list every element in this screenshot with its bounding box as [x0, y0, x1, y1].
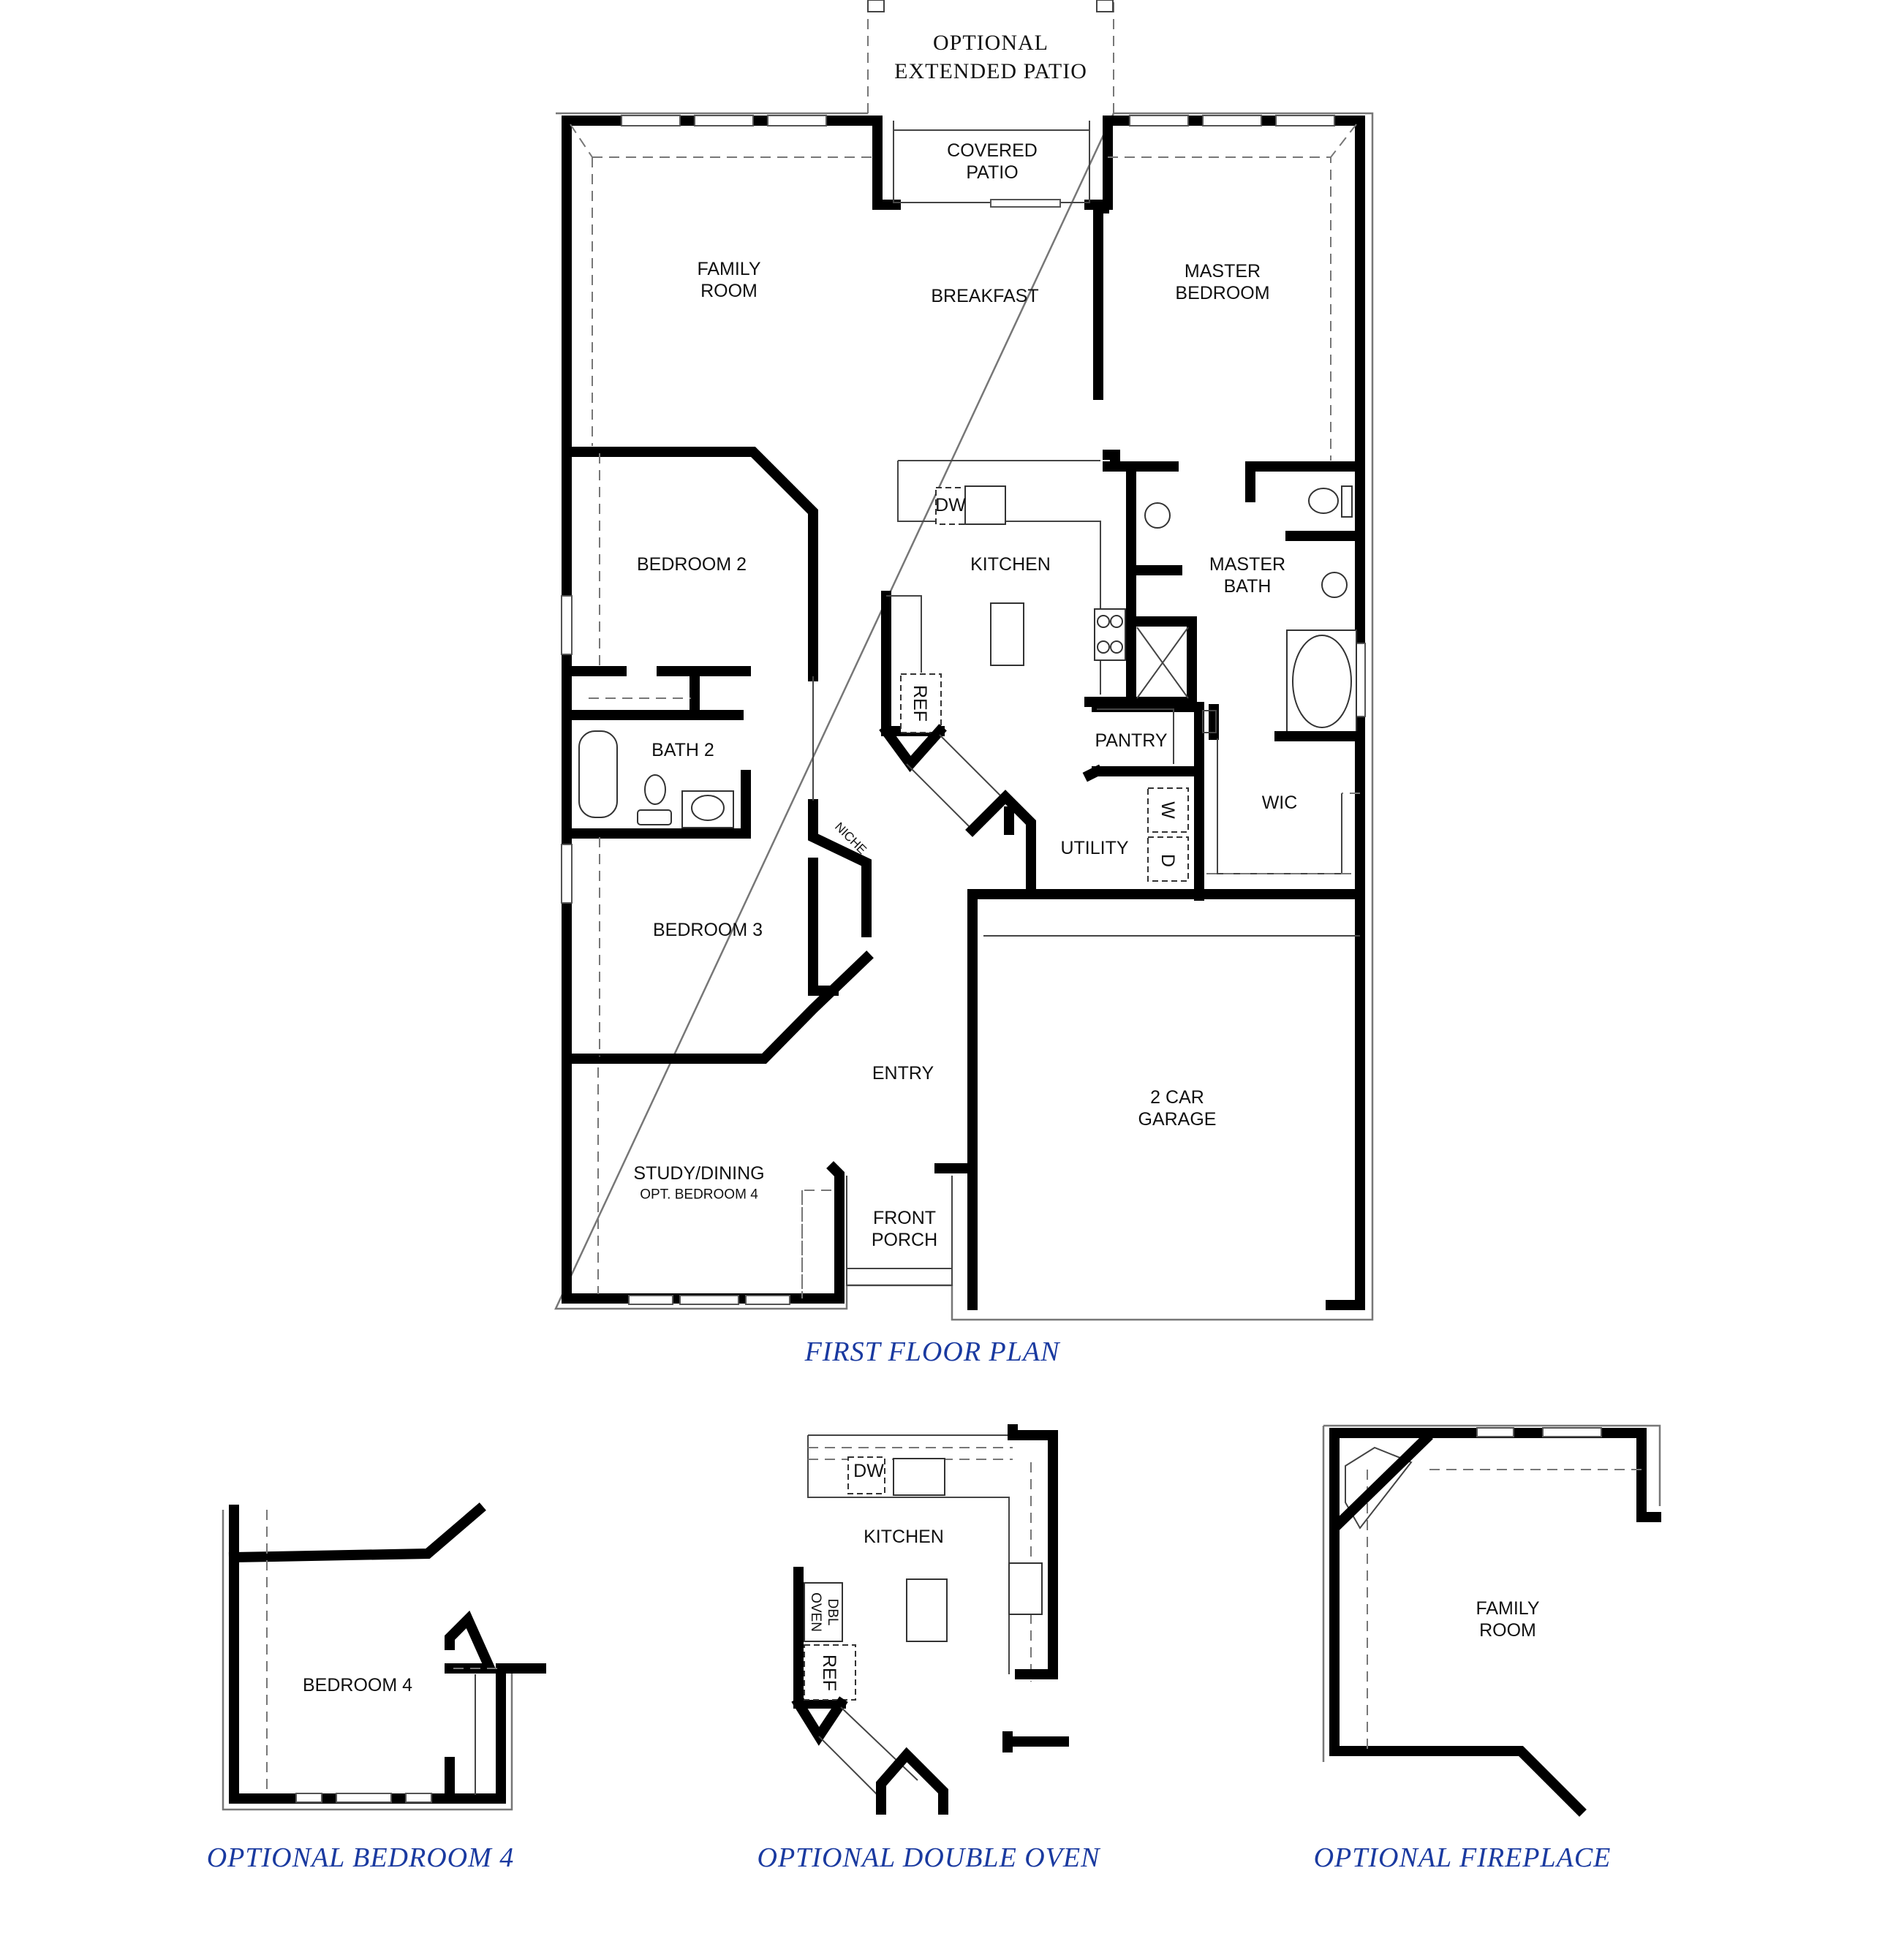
first-floor-plan-title: FIRST FLOOR PLAN: [804, 1336, 1060, 1367]
dryer-label: D: [1157, 853, 1178, 868]
optional-double-oven-title: OPTIONAL DOUBLE OVEN: [757, 1842, 1100, 1873]
optional-fireplace-drawing: [1322, 1424, 1661, 1817]
bedroom-4-label: BEDROOM 4: [302, 1675, 413, 1695]
bath-2-label: BATH 2: [651, 740, 714, 760]
family-room-label: FAMILY ROOM: [697, 259, 761, 301]
optional-extended-patio-label: OPTIONAL EXTENDED PATIO: [894, 31, 1087, 83]
wic-label: WIC: [1261, 793, 1298, 813]
entry-label: ENTRY: [872, 1063, 934, 1084]
covered-patio-label: COVERED PATIO: [947, 140, 1038, 183]
optional-bedroom-4-title: OPTIONAL BEDROOM 4: [206, 1842, 515, 1873]
master-bath-label: MASTER BATH: [1209, 554, 1286, 597]
breakfast-label: BREAKFAST: [931, 286, 1039, 306]
option-kitchen-label: KITCHEN: [864, 1527, 944, 1547]
washer-label: W: [1157, 801, 1178, 819]
optional-fireplace-title: OPTIONAL FIREPLACE: [1313, 1842, 1612, 1873]
pantry-label: PANTRY: [1095, 730, 1168, 751]
dishwasher-label: DW: [935, 495, 966, 515]
master-bedroom-label: MASTER BEDROOM: [1175, 261, 1270, 303]
fireplace-family-room-label: FAMILY ROOM: [1476, 1598, 1540, 1641]
double-oven-refrigerator-label: REF: [819, 1655, 839, 1691]
optional-double-oven-drawing: [791, 1424, 1069, 1815]
bedroom-3-label: BEDROOM 3: [652, 920, 763, 940]
double-oven-label: DBL OVEN: [808, 1592, 840, 1632]
bedroom-2-label: BEDROOM 2: [636, 554, 747, 575]
study-dining-sublabel: OPT. BEDROOM 4: [640, 1187, 758, 1203]
optional-bedroom-4-drawing: [222, 1502, 546, 1811]
double-oven-dishwasher-label: DW: [853, 1461, 884, 1481]
front-porch-label: FRONT PORCH: [871, 1208, 938, 1250]
first-floor-plan: [554, 0, 1374, 1321]
study-dining-label: STUDY/DINING: [633, 1163, 765, 1184]
utility-label: UTILITY: [1060, 838, 1129, 858]
refrigerator-label: REF: [910, 685, 930, 722]
garage-label: 2 CAR GARAGE: [1138, 1087, 1217, 1130]
kitchen-label: KITCHEN: [970, 554, 1051, 575]
